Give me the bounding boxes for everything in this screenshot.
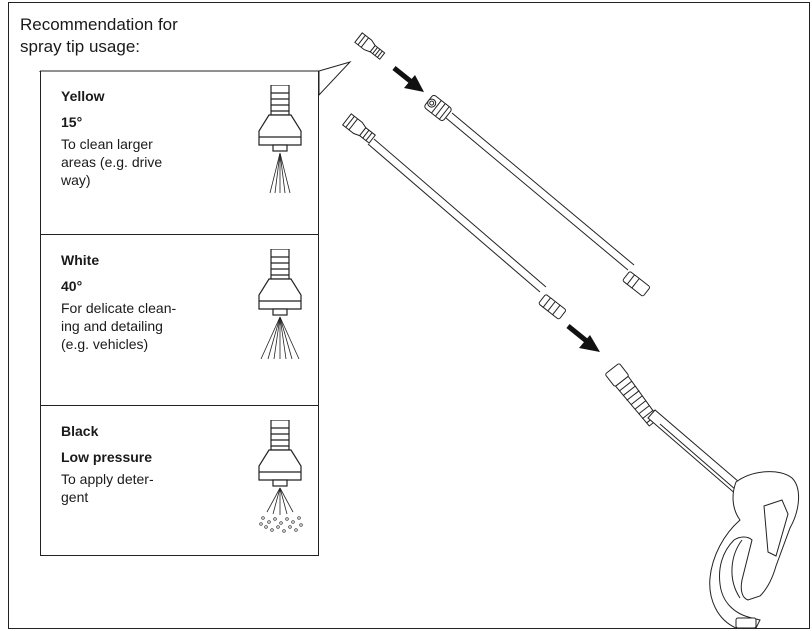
tip-description: To clean larger areas (e.g. drive way) (61, 136, 163, 188)
tip-description: For delicate clean- ing and detailing (e… (61, 300, 177, 352)
diagram-frame (8, 2, 810, 629)
heading-line-2: spray tip usage: (20, 37, 141, 56)
tip-description: To apply deter- gent (61, 471, 154, 505)
arrow-down-right-icon (566, 324, 600, 352)
callout-pointer (40, 61, 352, 97)
tip-color-label: Yellow (61, 88, 105, 104)
tip-setting-label: 40° (61, 278, 83, 294)
tip-color-label: Black (61, 423, 99, 439)
extension-lance-lower (341, 113, 566, 320)
extension-lance-upper (424, 95, 650, 297)
yellow-nozzle-icon (258, 85, 302, 194)
tip-color-label: White (61, 252, 100, 268)
tip-setting-label: Low pressure (61, 449, 153, 465)
tip-setting-label: 15° (61, 114, 83, 130)
tip-box-white: White 40° For delicate clean- ing and de… (40, 235, 319, 406)
spray-gun-icon (605, 363, 799, 629)
arrow-down-right-icon (392, 66, 424, 92)
white-nozzle-icon (258, 249, 302, 360)
tip-box-yellow: Yellow 15° To clean larger areas (e.g. d… (40, 71, 319, 235)
heading-line-1: Recommendation for (20, 15, 178, 34)
spray-tip-icon (354, 32, 386, 60)
tip-box-black: Black Low pressure To apply deter- gent (40, 406, 319, 556)
black-nozzle-icon (258, 420, 303, 533)
recommendation-heading: Recommendation for spray tip usage: (20, 14, 178, 58)
